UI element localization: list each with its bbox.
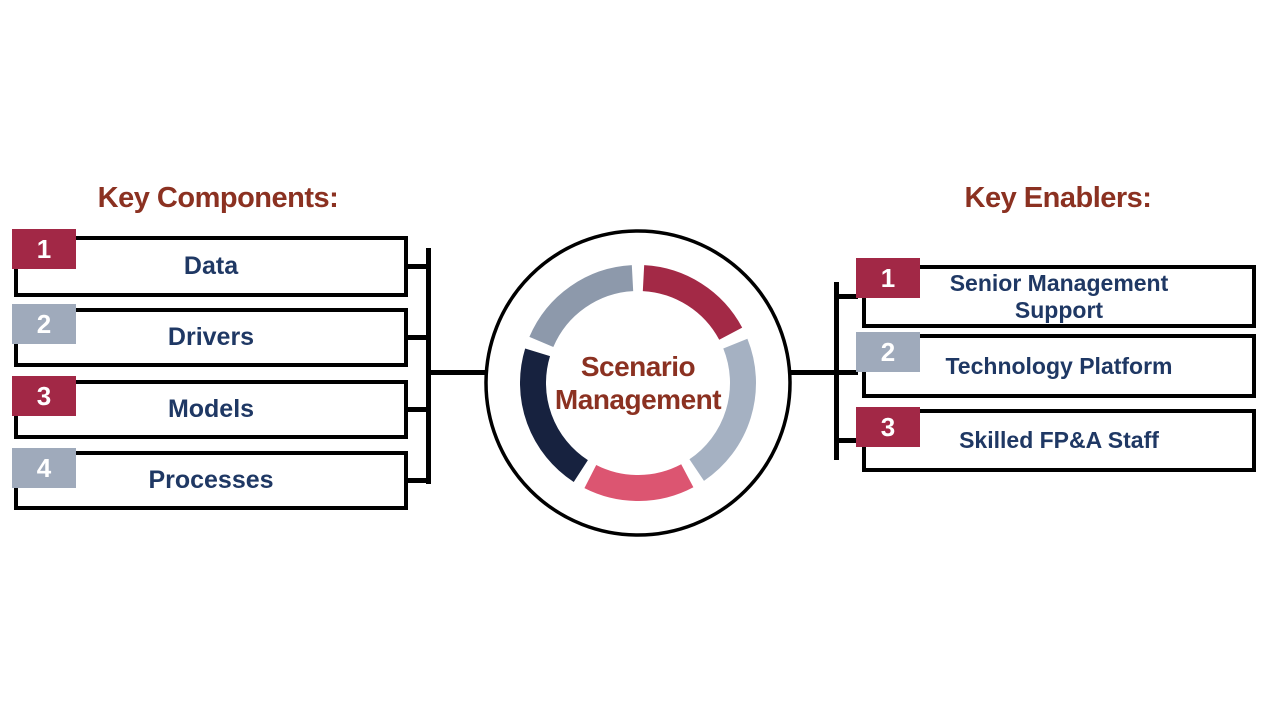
center-title-line2: Management — [554, 384, 722, 415]
left-bracket-stub-4 — [404, 478, 430, 483]
center-title: Scenario Management — [478, 223, 798, 543]
left-to-circle-connector — [429, 370, 487, 375]
number-tag-4: 4 — [12, 448, 76, 488]
ring-segment-slate-right — [689, 338, 756, 481]
scenario-management-circle — [484, 229, 792, 537]
number-tag-1: 1 — [12, 229, 76, 269]
component-label: Data — [183, 252, 239, 280]
left-bracket-stub-2 — [404, 335, 430, 340]
circle-to-right-connector — [789, 370, 858, 375]
component-box-drivers: Drivers — [14, 308, 408, 367]
enabler-label: Skilled FP&A Staff — [959, 427, 1159, 454]
component-label: Processes — [148, 466, 274, 494]
enabler-label: Senior Management Support — [949, 270, 1169, 323]
left-panel-title: Key Components: — [97, 182, 339, 214]
enabler-box-senior-management-support: Senior Management Support — [862, 265, 1256, 328]
left-bracket-vertical-line — [426, 248, 431, 484]
ring-segment-rose-bottom — [584, 464, 694, 501]
left-bracket-stub-3 — [404, 407, 430, 412]
ring-segment-crimson-top-right — [642, 265, 743, 341]
left-bracket-stub-1 — [404, 264, 430, 269]
component-label: Models — [167, 395, 255, 423]
number-tag-1: 1 — [856, 258, 920, 298]
right-bracket-stub-1 — [837, 294, 858, 299]
component-box-data: Data — [14, 236, 408, 297]
enabler-box-technology-platform: Technology Platform — [862, 334, 1256, 398]
number-tag-3: 3 — [856, 407, 920, 447]
right-bracket-stub-3 — [837, 438, 858, 443]
ring-segments — [520, 265, 756, 501]
ring-segment-navy-left — [520, 348, 589, 482]
enabler-box-skilled-fpa-staff: Skilled FP&A Staff — [862, 409, 1256, 472]
number-tag-2: 2 — [856, 332, 920, 372]
center-title-line1: Scenario — [580, 350, 696, 382]
ring-segment-gray-top-left — [529, 265, 634, 348]
right-panel-title: Key Enablers: — [964, 182, 1152, 214]
number-tag-3: 3 — [12, 376, 76, 416]
component-box-models: Models — [14, 380, 408, 439]
number-tag-2: 2 — [12, 304, 76, 344]
enabler-label: Technology Platform — [945, 352, 1173, 379]
component-label: Drivers — [167, 323, 255, 351]
